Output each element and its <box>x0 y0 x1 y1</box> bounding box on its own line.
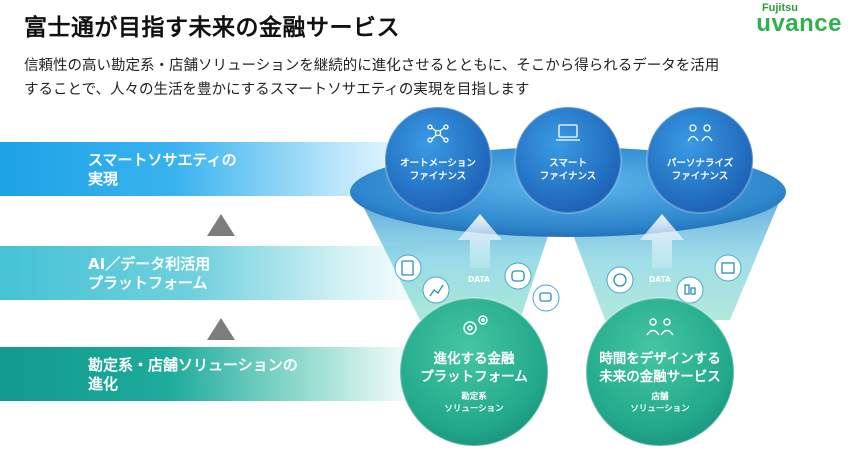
band-core-banking-evolution-line2: 進化 <box>88 375 119 393</box>
circle-evolving-platform-line1: 進化する金融 <box>433 351 515 367</box>
band-core-banking-evolution-line1: 勘定系・店舗ソリューションの <box>88 356 298 374</box>
circle-automation-finance: オートメーション ファイナンス <box>385 157 491 183</box>
circle-smart-finance-line1: スマート <box>549 158 587 169</box>
band-ai-data-platform-label: AI／データ利活用 プラットフォーム <box>88 255 210 293</box>
lead-line-2: することで、人々の生活を豊かにするスマートソサエティの実現を目指します <box>24 82 530 98</box>
up-arrow-triangle-icon <box>207 318 235 340</box>
circle-evolving-platform-sub2: ソリューション <box>444 404 504 414</box>
circle-personalize-finance-line2: ファイナンス <box>671 171 729 182</box>
logo-fujitsu-text: Fujitsu <box>761 2 798 14</box>
circle-future-service-line2: 未来の金融サービス <box>599 369 721 385</box>
circle-personalize-finance-line1: パーソナライズ <box>666 158 734 169</box>
band-smart-society-line1: スマートソサエティの <box>88 151 237 169</box>
band-ai-data-platform-line2: プラットフォーム <box>88 274 208 292</box>
page-title: 富士通が目指す未来の金融サービス <box>24 15 400 41</box>
circle-future-service-line1: 時間をデザインする <box>599 351 721 367</box>
lead-paragraph: 信頼性の高い勘定系・店舗ソリューションを継続的に進化させるとともに、そこから得ら… <box>24 54 844 102</box>
circle-smart-finance: スマート ファイナンス <box>515 157 621 183</box>
data-flow-label-left: DATA <box>468 275 490 284</box>
band-core-banking-evolution-label: 勘定系・店舗ソリューションの 進化 <box>88 356 298 394</box>
circle-evolving-platform: 進化する金融 プラットフォーム 勘定系 ソリューション <box>404 350 544 415</box>
data-flow-label-right: DATA <box>649 275 671 284</box>
circle-personalize-finance: パーソナライズ ファイナンス <box>647 157 753 183</box>
circle-automation-finance-line1: オートメーション <box>400 158 476 169</box>
circle-future-service-sub2: ソリューション <box>630 404 690 414</box>
lead-line-1: 信頼性の高い勘定系・店舗ソリューションを継続的に進化させるとともに、そこから得ら… <box>24 58 720 74</box>
circle-evolving-platform-line2: プラットフォーム <box>420 369 528 385</box>
up-arrow-triangle-icon <box>207 214 235 236</box>
circle-smart-finance-line2: ファイナンス <box>539 171 597 182</box>
circle-future-service: 時間をデザインする 未来の金融サービス 店舗 ソリューション <box>586 350 734 415</box>
band-core-banking-evolution: 勘定系・店舗ソリューションの 進化 <box>0 347 420 401</box>
fujitsu-uvance-logo: Fujitsu uvance <box>742 2 842 42</box>
circle-future-service-sub1: 店舗 <box>651 392 669 402</box>
circle-automation-finance-line2: ファイナンス <box>409 171 467 182</box>
logo-uvance-text: uvance <box>756 10 842 37</box>
band-smart-society-label: スマートソサエティの 実現 <box>88 151 237 189</box>
band-ai-data-platform: AI／データ利活用 プラットフォーム <box>0 246 430 300</box>
band-ai-data-platform-line1: AI／データ利活用 <box>88 255 211 273</box>
circle-evolving-platform-sub1: 勘定系 <box>461 392 487 402</box>
band-smart-society-line2: 実現 <box>88 170 119 188</box>
